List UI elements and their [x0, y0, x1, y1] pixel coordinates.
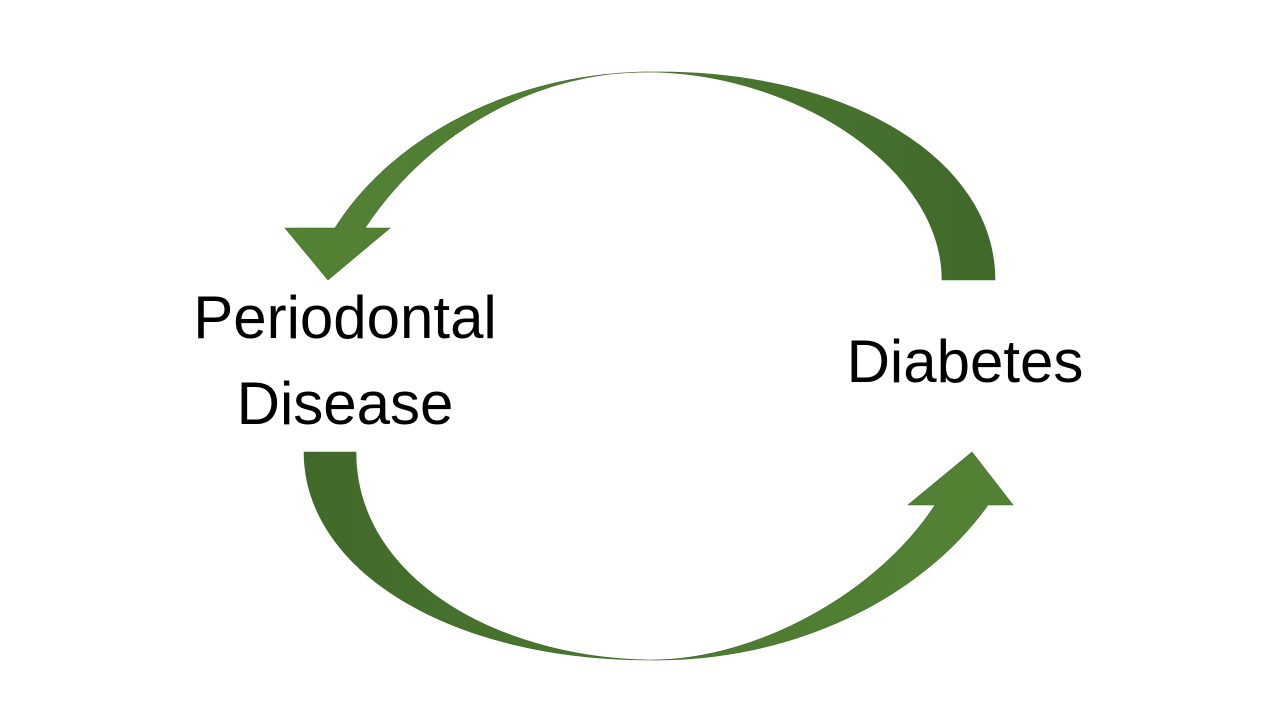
node-diabetes-label: Diabetes: [846, 328, 1084, 395]
node-periodontal-line-2: Disease: [236, 370, 454, 437]
node-diabetes: Diabetes: [820, 319, 1110, 405]
arrow-periodontal-to-diabetes: [303, 451, 1014, 661]
node-periodontal-disease: Periodontal Disease: [160, 275, 530, 447]
node-periodontal-line-1: Periodontal: [193, 284, 497, 351]
arrow-diabetes-to-periodontal: [284, 71, 996, 281]
